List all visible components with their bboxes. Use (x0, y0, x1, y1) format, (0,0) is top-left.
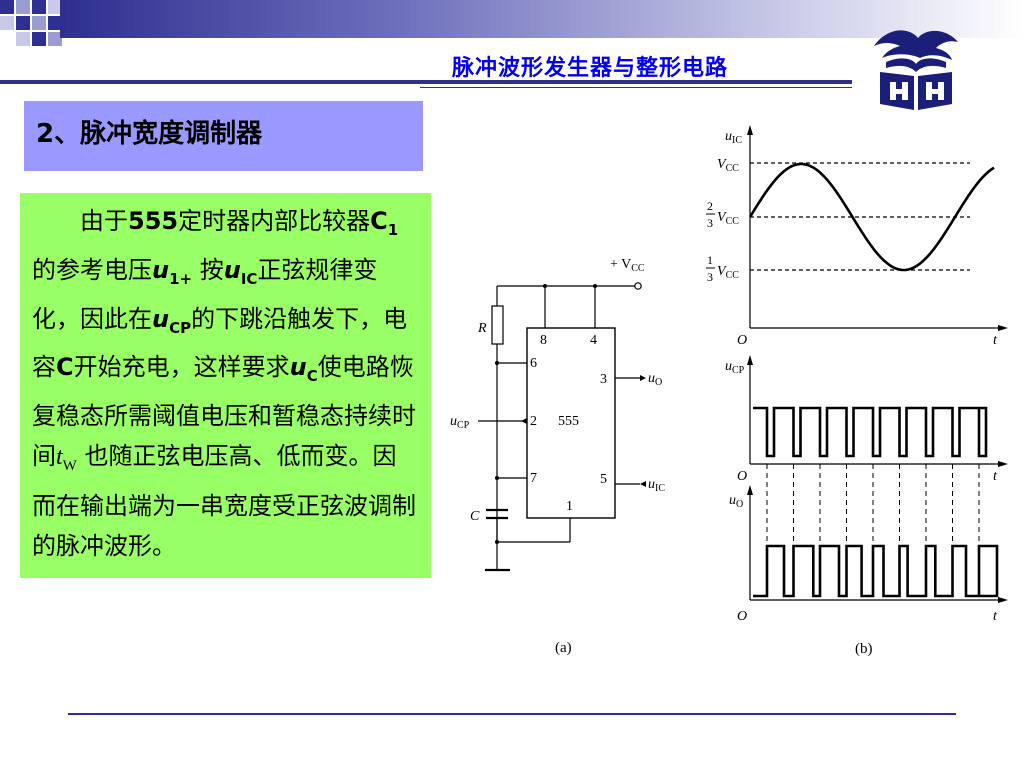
vcc-level-label: VCC (717, 157, 739, 174)
body-text-run: u (223, 255, 241, 284)
body-text-run: 正弦规律变化，因此在 (32, 255, 378, 333)
fraction-numerator: 1 (707, 253, 713, 267)
uic-input-label: uIC (648, 477, 665, 494)
header-band (60, 0, 1024, 38)
pin-label: 3 (600, 372, 607, 387)
body-text-run: C (370, 207, 388, 235)
trigger-pulse-wave (753, 406, 988, 458)
body-text-run: 定时器内部比较器 (178, 207, 371, 235)
body-text-run: 由于 (80, 207, 128, 235)
body-text-run: 的下跳沿触发下，电容 (32, 304, 408, 382)
uo-axis-label: uO (729, 493, 743, 510)
body-text-run: 也随正弦电压高、低而变。因而在输出端为一串宽度受正弦波调制的脉冲波形。 (32, 442, 416, 560)
origin-label: O (737, 469, 747, 484)
body-text-run: 按 (192, 255, 224, 284)
circuit-diagram: + VCC R C 555 8 4 6 2 7 1 3 5 uCP uO uIC… (450, 257, 665, 656)
pwm-output-wave (753, 544, 999, 598)
sine-wave (748, 162, 995, 272)
decor-square (0, 16, 14, 30)
body-text-run: u (289, 353, 307, 382)
header-divider (0, 80, 852, 84)
decor-square (16, 32, 30, 46)
two-thirds-vcc-label: VCC (717, 210, 739, 227)
waveform-diagram: uIC VCC 2 3 VCC 1 3 VCC O t uCP O t uO O… (706, 125, 1008, 657)
body-text-sub: 1+ (169, 269, 193, 288)
pin-label: 7 (530, 471, 537, 486)
decor-square (32, 16, 46, 30)
body-text-sub: CP (169, 318, 192, 337)
subtitle: 2、脉冲宽度调制器 (36, 119, 263, 149)
decor-square (0, 0, 14, 14)
origin-label: O (737, 609, 747, 624)
decor-square (32, 0, 46, 14)
fraction-denominator: 3 (707, 270, 713, 284)
resistor-label: R (477, 321, 487, 336)
body-text-sub: C (306, 367, 318, 386)
uic-axis-label: uIC (725, 129, 742, 146)
fraction-denominator: 3 (707, 216, 713, 230)
pin-label: 1 (566, 499, 573, 514)
time-axis-label: t (993, 469, 998, 484)
body-text-run: 使电路恢复稳态所需阈值电压和暂稳态持续时间 (32, 353, 416, 471)
body-text-sub: IC (240, 269, 258, 288)
decor-square (48, 16, 62, 30)
pin-label: 2 (530, 414, 537, 429)
pin-label: 4 (590, 333, 597, 348)
caption-a: (a) (555, 640, 572, 656)
header-divider-thin (420, 87, 852, 88)
pin-label: 5 (600, 472, 607, 487)
fraction-numerator: 2 (707, 199, 713, 213)
footer-divider (68, 713, 956, 715)
body-text: 由于555定时器内部比较器C1的参考电压u1+ 按uIC正弦规律变化，因此在uC… (20, 193, 431, 578)
origin-label: O (737, 333, 747, 348)
body-text-run: u (152, 255, 170, 284)
chip-label: 555 (558, 414, 579, 429)
time-axis-label: t (993, 333, 998, 348)
body-text-run: C (56, 353, 74, 382)
body-text-sub: 1 (387, 220, 399, 239)
decor-square (48, 0, 62, 14)
body-text-run: u (152, 304, 170, 333)
decor-square (48, 32, 62, 46)
decor-square (16, 0, 30, 14)
vcc-label: + VCC (610, 257, 645, 274)
ucp-input-label: uCP (450, 414, 470, 431)
decor-square (16, 16, 30, 30)
pin-label: 6 (530, 356, 537, 371)
time-axis-label: t (993, 609, 998, 624)
body-text-run: t (56, 444, 63, 471)
university-logo-icon (874, 30, 958, 110)
uo-output-label: uO (648, 371, 662, 388)
body-text-sub: W (62, 457, 77, 474)
body-text-run: 的参考电压 (32, 255, 152, 284)
header-title: 脉冲波形发生器与整形电路 (451, 55, 728, 81)
pin-label: 8 (540, 333, 547, 348)
one-third-vcc-label: VCC (717, 264, 739, 281)
caption-b: (b) (855, 641, 873, 657)
decor-square (32, 32, 46, 46)
body-text-run: 555 (128, 207, 179, 235)
subtitle-box: 2、脉冲宽度调制器 (24, 101, 423, 171)
body-text-run: 开始充电，这样要求 (73, 353, 290, 382)
capacitor-label: C (470, 509, 480, 524)
ucp-axis-label: uCP (725, 359, 745, 376)
